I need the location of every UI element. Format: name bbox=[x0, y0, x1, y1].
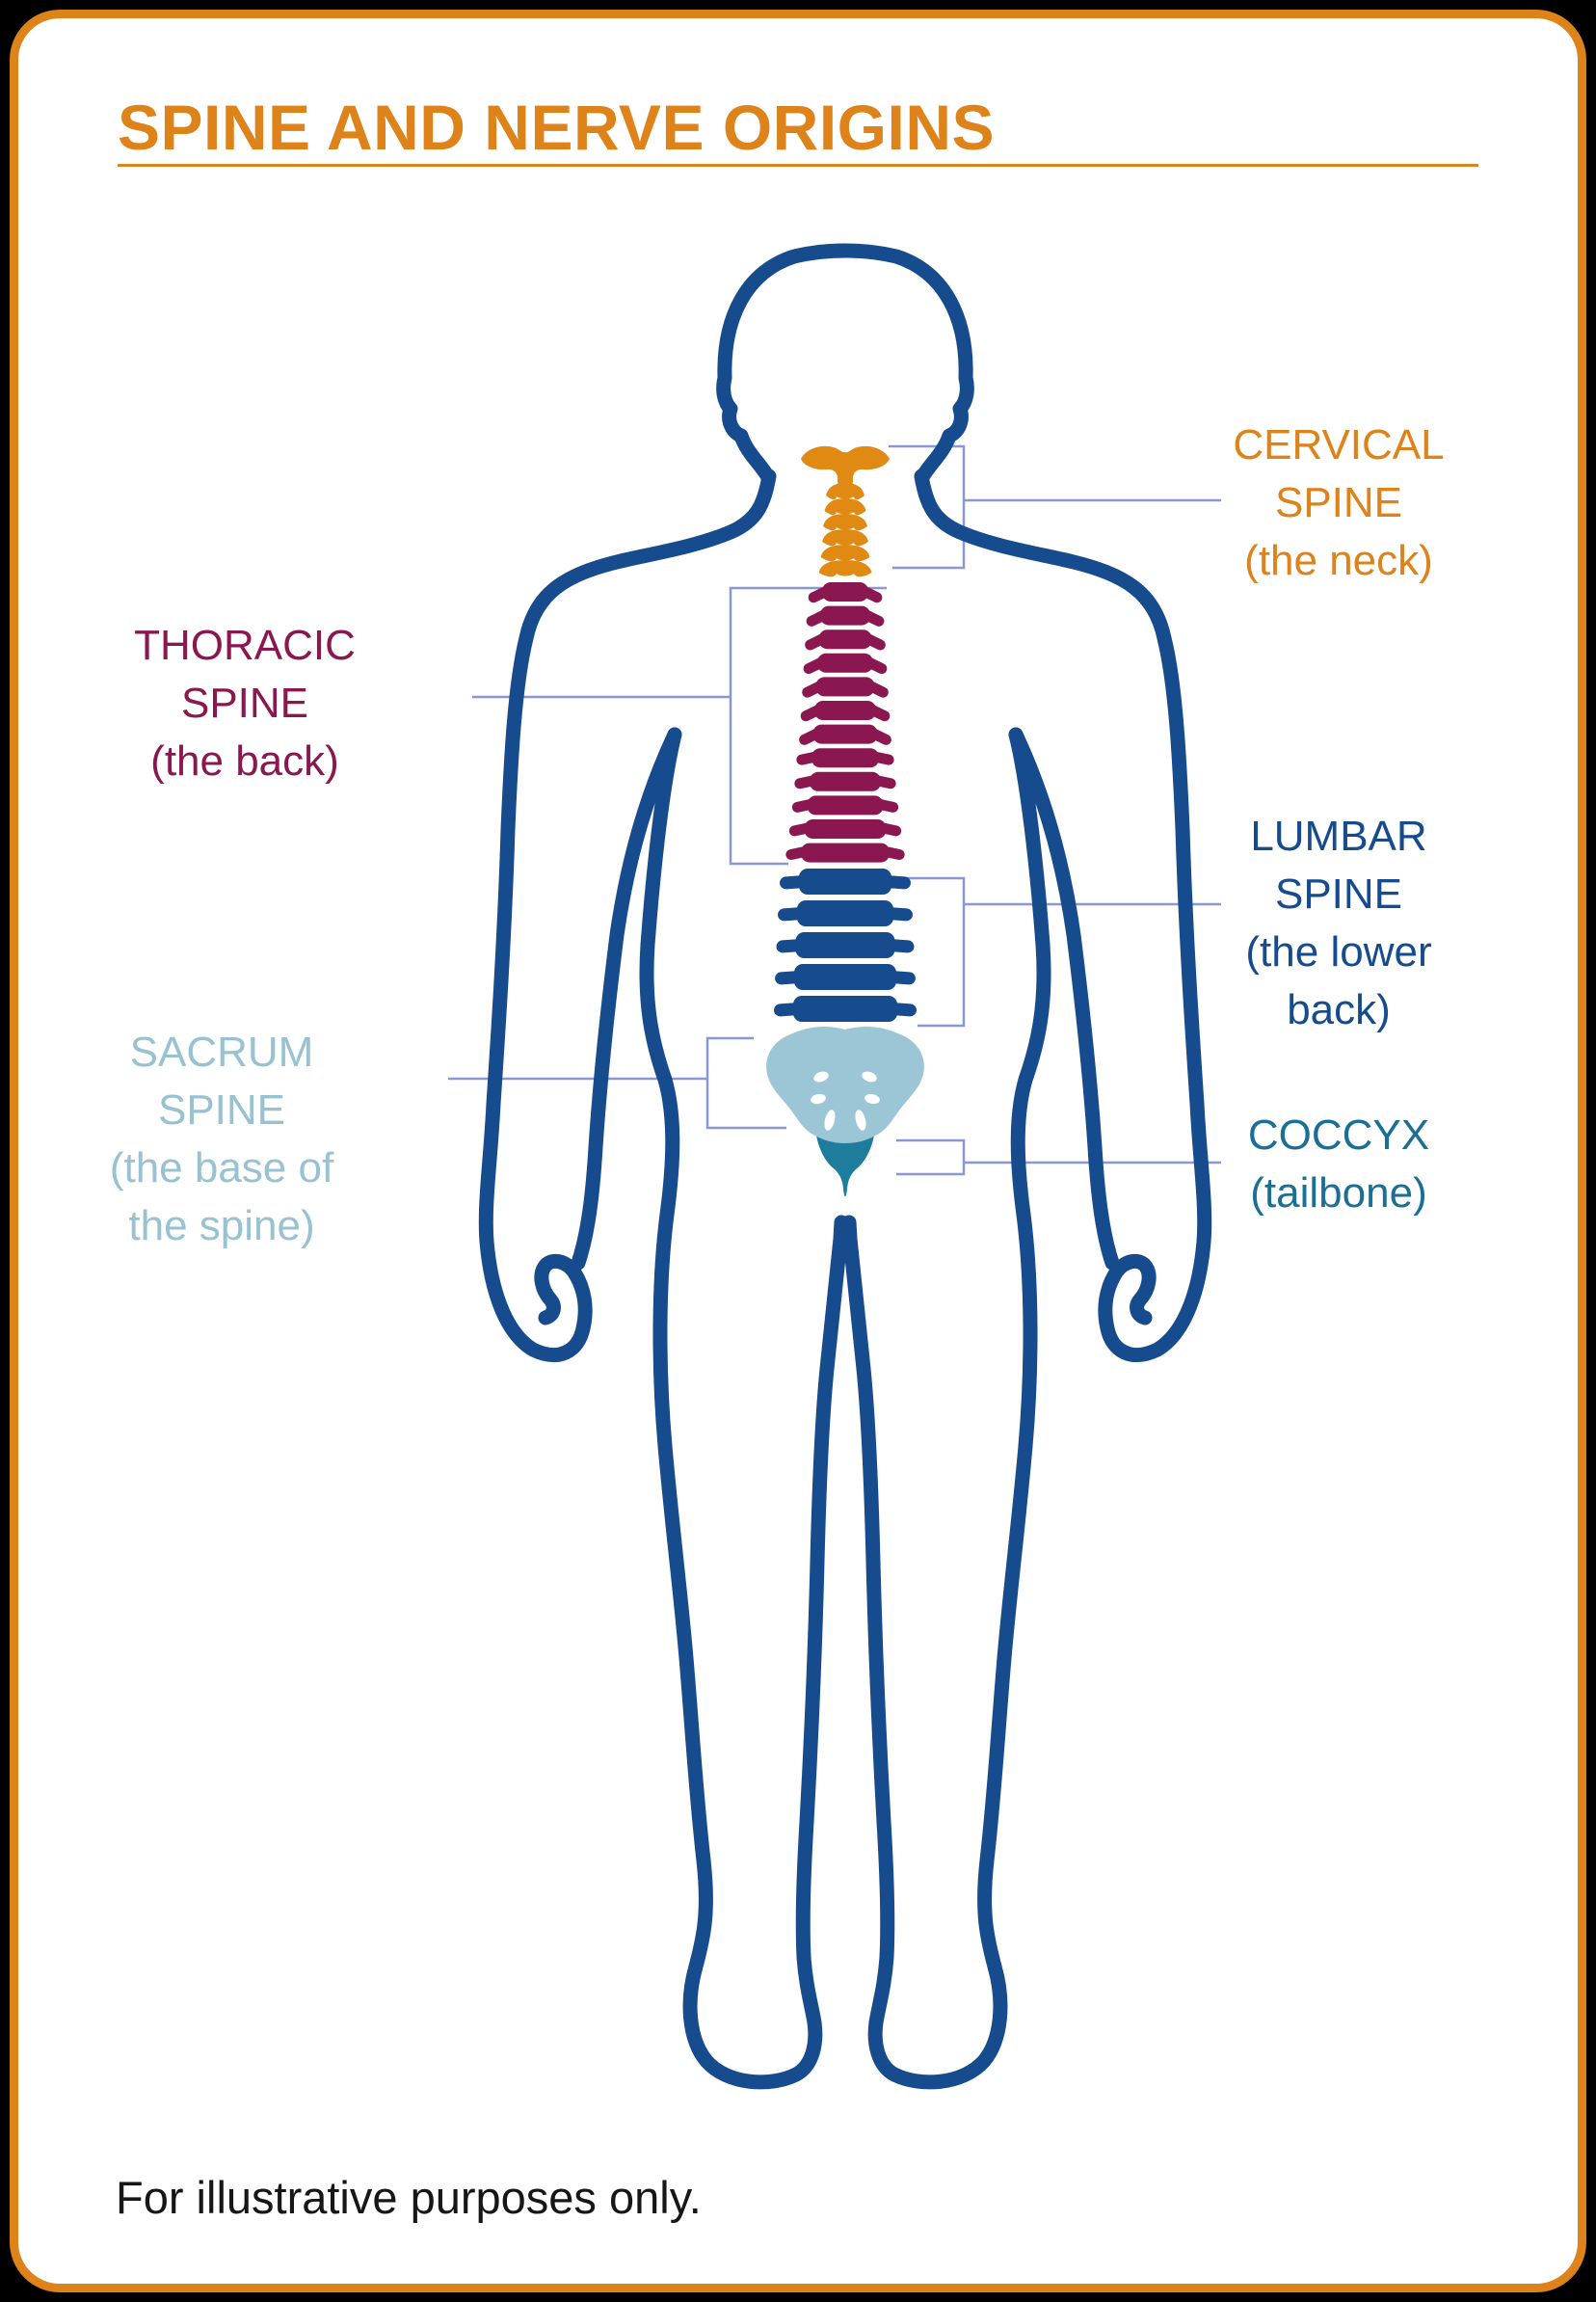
label-cervical-spine: CERVICAL SPINE (the neck) bbox=[1217, 416, 1460, 590]
label-cervical-sub: (the neck) bbox=[1244, 537, 1433, 584]
label-sacrum-title: SACRUM SPINE bbox=[129, 1029, 314, 1134]
label-lumbar-title: LUMBAR SPINE bbox=[1250, 813, 1427, 918]
label-lumbar-sub: (the lower back) bbox=[1245, 928, 1432, 1033]
page-title: SPINE AND NERVE ORIGINS bbox=[118, 92, 996, 163]
label-coccyx-title: COCCYX bbox=[1247, 1111, 1430, 1159]
label-cervical-title: CERVICAL SPINE bbox=[1233, 421, 1445, 526]
label-thoracic-spine: THORACIC SPINE (the back) bbox=[114, 617, 376, 790]
label-sacrum-spine: SACRUM SPINE (the base of the spine) bbox=[91, 1024, 353, 1255]
label-coccyx: COCCYX (tailbone) bbox=[1217, 1107, 1460, 1222]
label-sacrum-sub: (the base of the spine) bbox=[109, 1144, 334, 1249]
label-thoracic-title: THORACIC SPINE bbox=[134, 622, 356, 727]
label-thoracic-sub: (the back) bbox=[150, 737, 339, 785]
label-coccyx-sub: (tailbone) bbox=[1250, 1169, 1427, 1217]
title-underline bbox=[118, 164, 1478, 167]
disclaimer-text: For illustrative purposes only. bbox=[116, 2172, 702, 2223]
label-lumbar-spine: LUMBAR SPINE (the lower back) bbox=[1222, 808, 1455, 1039]
